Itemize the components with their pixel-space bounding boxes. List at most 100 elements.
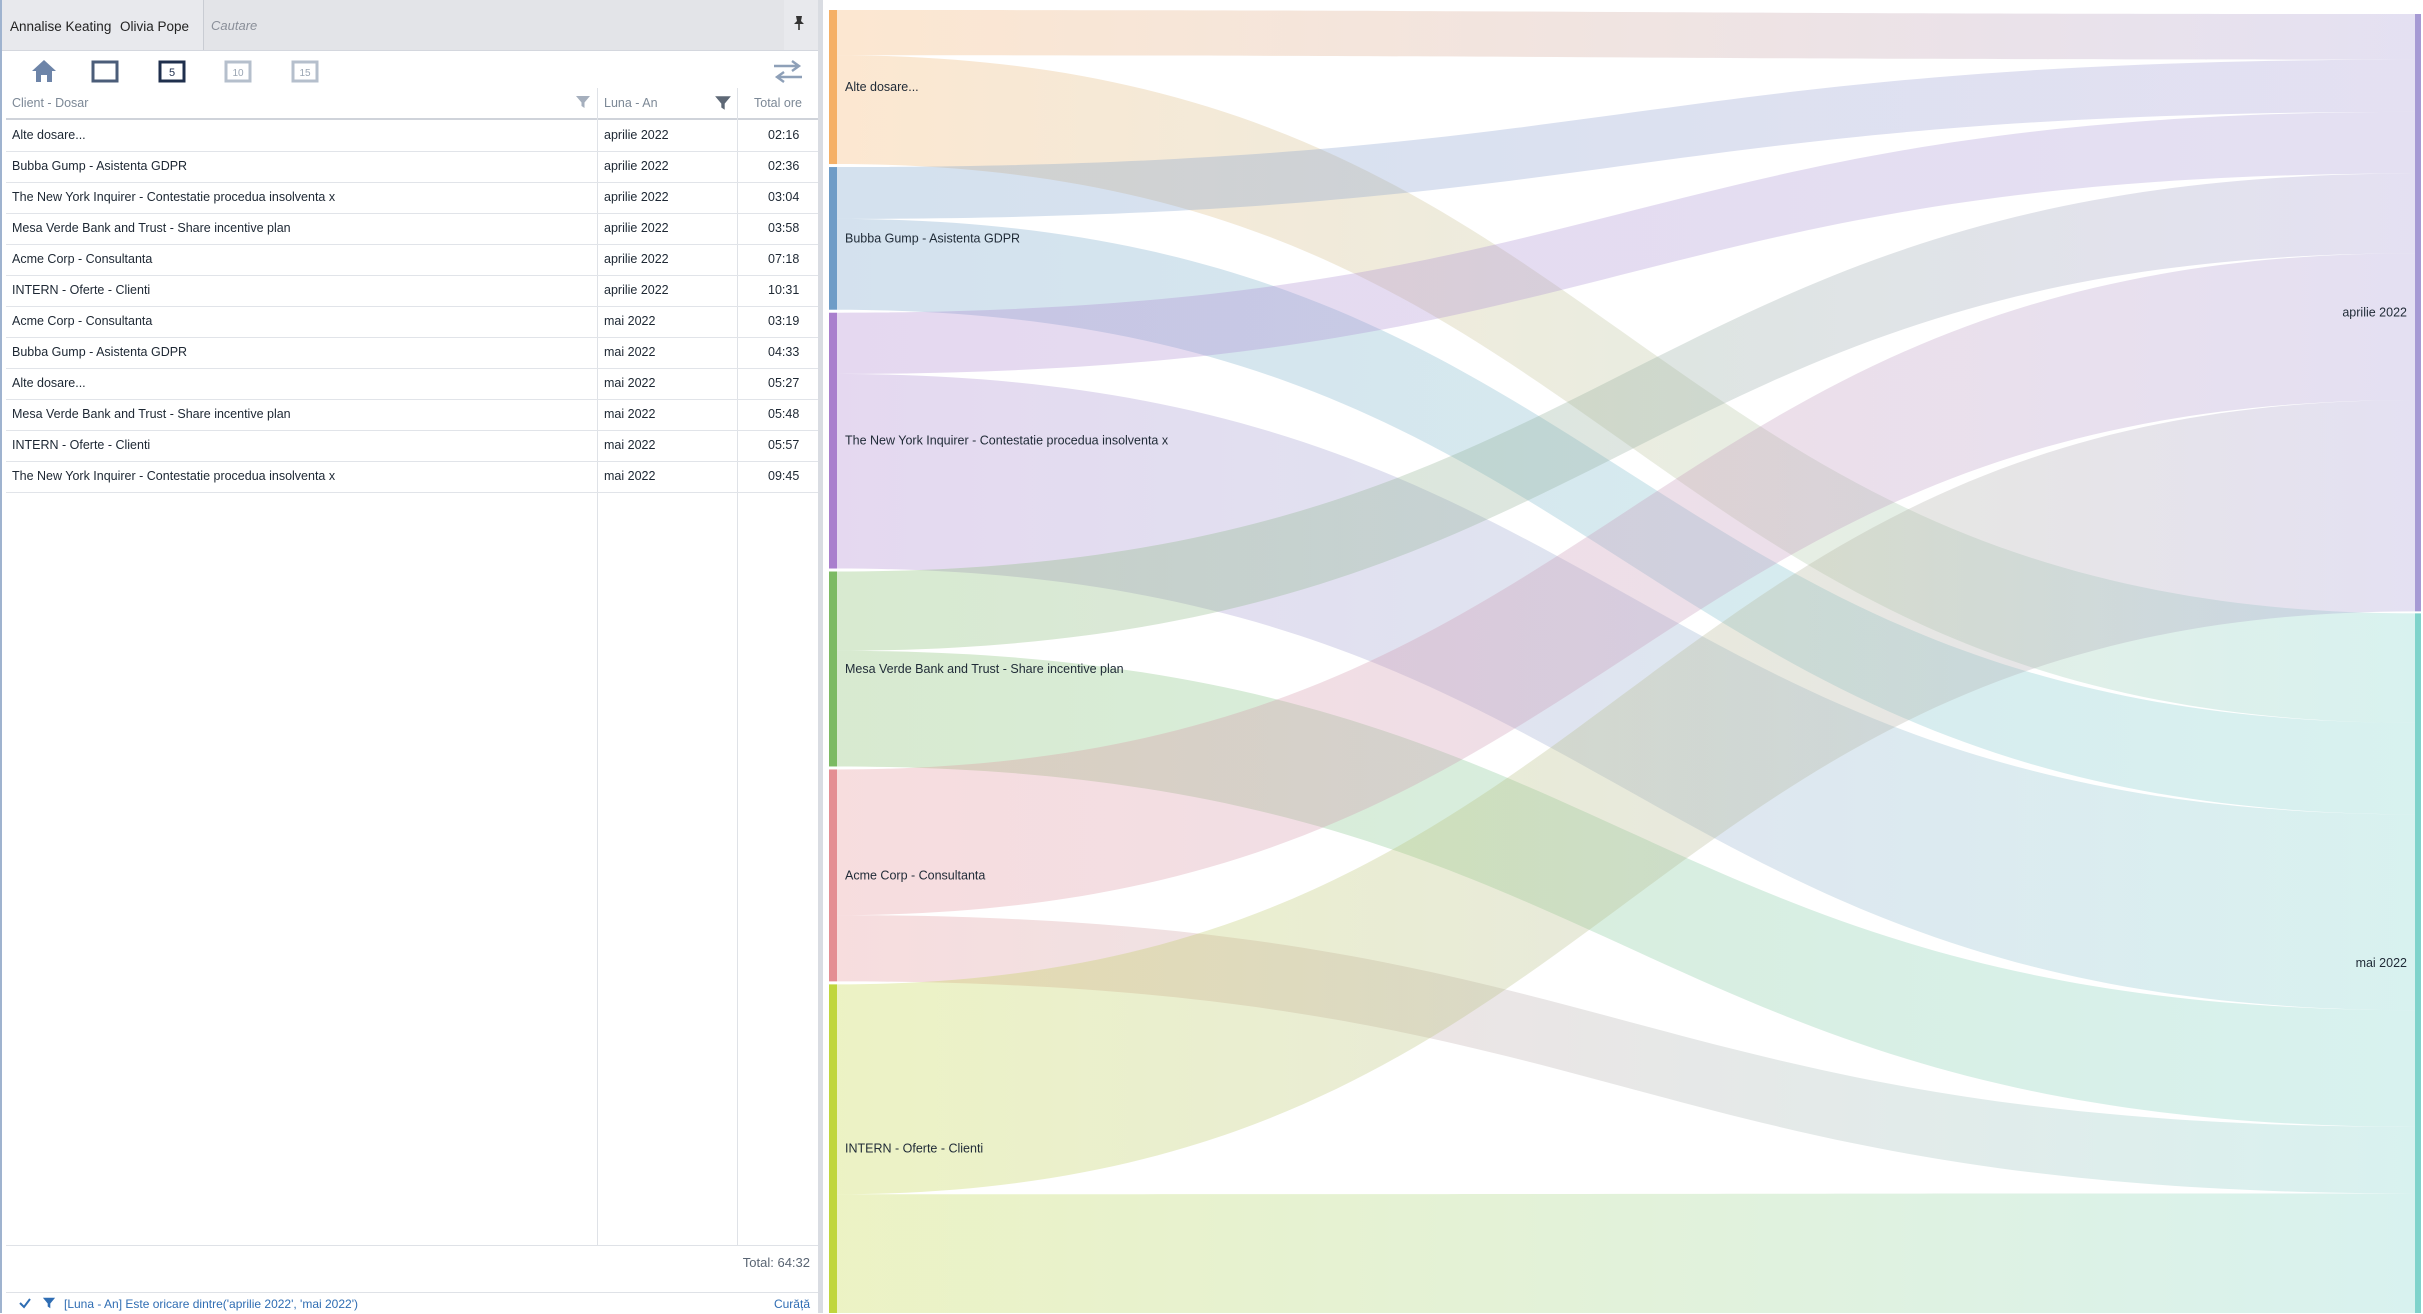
sankey-target-node[interactable] <box>2415 613 2421 1313</box>
sankey-source-label: Bubba Gump - Asistenta GDPR <box>845 231 1020 245</box>
svg-text:15: 15 <box>299 68 311 79</box>
header-client[interactable]: Client - Dosar <box>12 96 89 110</box>
left-panel: Annalise Keating Olivia Pope Cautare 5 1… <box>0 0 818 1313</box>
sankey-link[interactable] <box>837 399 2415 1195</box>
sankey-source-label: The New York Inquirer - Contestatie proc… <box>845 434 1169 448</box>
cell-hours: 03:58 <box>768 221 800 235</box>
cell-hours: 05:57 <box>768 438 800 452</box>
panel-splitter[interactable] <box>818 0 823 1313</box>
sankey-source-node[interactable] <box>829 571 837 767</box>
sankey-source-label: Alte dosare... <box>845 80 919 94</box>
table-row[interactable]: The New York Inquirer - Contestatie proc… <box>6 461 818 493</box>
cell-hours: 03:19 <box>768 314 800 328</box>
sankey-link[interactable] <box>837 59 2415 219</box>
funnel-icon <box>42 1296 56 1313</box>
sankey-link[interactable] <box>837 111 2415 374</box>
cell-month: aprilie 2022 <box>604 128 669 142</box>
cell-month: mai 2022 <box>604 407 656 421</box>
top-10-icon[interactable]: 10 <box>222 55 254 87</box>
cell-month: mai 2022 <box>604 438 656 452</box>
cell-hours: 02:36 <box>768 159 800 173</box>
cell-client: The New York Inquirer - Contestatie proc… <box>12 469 336 483</box>
sankey-link[interactable] <box>837 253 2415 916</box>
top-15-icon[interactable]: 15 <box>289 55 321 87</box>
cell-client: INTERN - Oferte - Clienti <box>12 283 151 297</box>
home-icon[interactable] <box>28 55 60 87</box>
sankey-chart: Alte dosare... Bubba Gump - Asistenta GDP… <box>823 0 2423 1313</box>
cell-client: Mesa Verde Bank and Trust - Share incent… <box>12 221 291 235</box>
table-row[interactable]: Acme Corp - Consultanta mai 2022 03:19 <box>6 306 818 338</box>
cell-client: Acme Corp - Consultanta <box>12 314 153 328</box>
sankey-source-node[interactable] <box>829 312 837 569</box>
filter-bar: [Luna - An] Este oricare dintre('aprilie… <box>6 1292 818 1314</box>
cell-hours: 10:31 <box>768 283 800 297</box>
table-row[interactable]: Acme Corp - Consultanta aprilie 2022 07:18 <box>6 244 818 276</box>
cell-hours: 07:18 <box>768 252 800 266</box>
sankey-source-node[interactable] <box>829 769 837 982</box>
sankey-source-label: Mesa Verde Bank and Trust - Share incent… <box>845 662 1124 676</box>
sankey-link[interactable] <box>837 1193 2415 1313</box>
cell-month: mai 2022 <box>604 314 656 328</box>
cell-hours: 05:27 <box>768 376 800 390</box>
table-row[interactable]: Mesa Verde Bank and Trust - Share incent… <box>6 213 818 245</box>
cell-month: aprilie 2022 <box>604 190 669 204</box>
table-row[interactable]: Bubba Gump - Asistenta GDPR aprilie 2022 0… <box>6 151 818 183</box>
header-month[interactable]: Luna - An <box>604 96 658 110</box>
sankey-link[interactable] <box>837 173 2415 651</box>
cell-hours: 09:45 <box>768 469 800 483</box>
total-divider <box>6 1245 818 1246</box>
cell-client: Bubba Gump - Asistenta GDPR <box>12 159 188 173</box>
pin-icon[interactable] <box>784 12 814 42</box>
sankey-target-node[interactable] <box>2415 14 2421 612</box>
cell-client: Alte dosare... <box>12 376 86 390</box>
tab-olivia-pope[interactable]: Olivia Pope <box>120 19 190 34</box>
grand-total: Total: 64:32 <box>742 1255 810 1270</box>
sankey-target-label: mai 2022 <box>2356 956 2407 970</box>
filter-expression[interactable]: [Luna - An] Este oricare dintre('aprilie… <box>64 1297 358 1311</box>
cell-client: Mesa Verde Bank and Trust - Share incent… <box>12 407 291 421</box>
search-placeholder: Cautare <box>211 18 258 33</box>
cell-client: The New York Inquirer - Contestatie proc… <box>12 190 336 204</box>
cell-hours: 05:48 <box>768 407 800 421</box>
cell-month: mai 2022 <box>604 376 656 390</box>
tab-annalise-keating[interactable]: Annalise Keating <box>10 19 112 34</box>
cell-hours: 03:04 <box>768 190 800 204</box>
header-divider <box>6 118 818 120</box>
cell-client: Acme Corp - Consultanta <box>12 252 153 266</box>
table-row[interactable]: INTERN - Oferte - Clienti aprilie 2022 10:… <box>6 275 818 307</box>
sankey-target-label: aprilie 2022 <box>2342 306 2407 320</box>
svg-text:5: 5 <box>169 67 175 79</box>
table-row[interactable]: Mesa Verde Bank and Trust - Share incent… <box>6 399 818 431</box>
header-hours[interactable]: Total ore <box>754 96 802 110</box>
cell-month: aprilie 2022 <box>604 221 669 235</box>
cell-month: aprilie 2022 <box>604 283 669 297</box>
page-view-icon[interactable] <box>89 55 121 87</box>
sankey-link[interactable] <box>837 10 2415 60</box>
table-row[interactable]: Alte dosare... mai 2022 05:27 <box>6 368 818 400</box>
top-5-icon[interactable]: 5 <box>156 55 188 87</box>
sankey-svg: Alte dosare... Bubba Gump - Asistenta GDP… <box>829 10 2421 1313</box>
filter-active-icon[interactable] <box>714 94 732 117</box>
clear-filter-link[interactable]: Curăță <box>773 1297 810 1311</box>
cell-client: Alte dosare... <box>12 128 86 142</box>
sankey-source-node[interactable] <box>829 167 837 310</box>
cell-month: aprilie 2022 <box>604 252 669 266</box>
table-row[interactable]: INTERN - Oferte - Clienti mai 2022 05:57 <box>6 430 818 462</box>
cell-month: mai 2022 <box>604 469 656 483</box>
search-tab[interactable]: Cautare <box>203 0 784 50</box>
swap-icon[interactable] <box>770 55 806 87</box>
sankey-source-label: INTERN - Oferte - Clienti <box>845 1142 983 1156</box>
sankey-source-node[interactable] <box>829 10 837 165</box>
checkbox-icon[interactable] <box>18 1296 32 1313</box>
sankey-source-node[interactable] <box>829 984 837 1313</box>
table-row[interactable]: The New York Inquirer - Contestatie proc… <box>6 182 818 214</box>
column-divider <box>597 88 598 1246</box>
cell-client: Bubba Gump - Asistenta GDPR <box>12 345 188 359</box>
filter-icon[interactable] <box>575 94 591 115</box>
column-divider <box>737 88 738 1246</box>
cell-month: mai 2022 <box>604 345 656 359</box>
cell-month: aprilie 2022 <box>604 159 669 173</box>
cell-client: INTERN - Oferte - Clienti <box>12 438 151 452</box>
